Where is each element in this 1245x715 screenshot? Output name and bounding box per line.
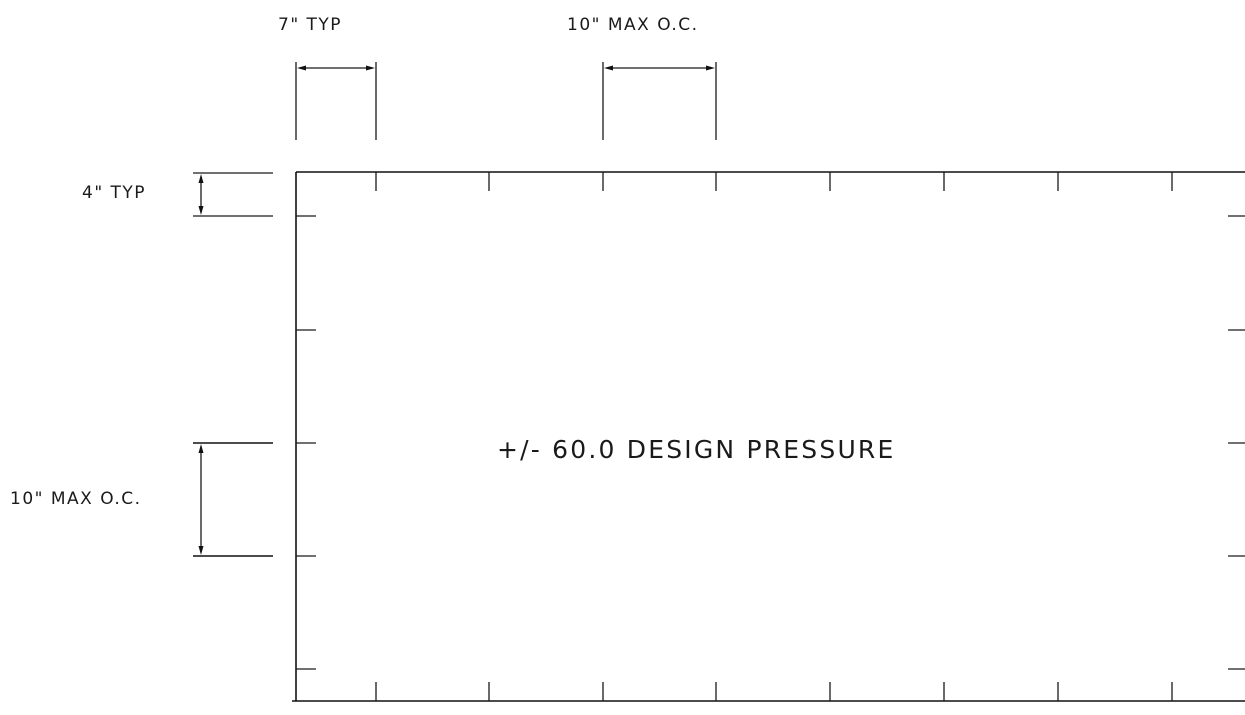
panel-outline [292,171,1245,702]
fastener-ticks-top [375,172,1173,191]
dimension-left-10-max-oc: 10" MAX O.C. [10,442,273,557]
arrowhead [198,206,204,215]
arrowhead [198,174,204,183]
dimension-left-10-max-oc-label: 10" MAX O.C. [10,489,142,509]
arrowhead [366,65,375,71]
arrowhead [604,65,613,71]
fastener-ticks-right [1228,215,1245,670]
dimension-top-10-max-oc: 10" MAX O.C. [567,15,717,140]
arrowhead [297,65,306,71]
arrowhead [198,546,204,555]
dimension-top-10-max-oc-label: 10" MAX O.C. [567,15,699,35]
fastener-ticks-left [296,215,316,670]
dimension-left-4-typ-label: 4" TYP [82,183,146,203]
design-pressure-label: +/- 60.0 DESIGN PRESSURE [497,435,896,464]
fastener-ticks-bottom [375,682,1173,701]
dimension-left-4-typ: 4" TYP [82,172,273,217]
dimension-top-7-typ: 7" TYP [278,15,377,140]
dimension-top-7-typ-label: 7" TYP [278,15,342,35]
arrowhead [198,444,204,453]
arrowhead [706,65,715,71]
